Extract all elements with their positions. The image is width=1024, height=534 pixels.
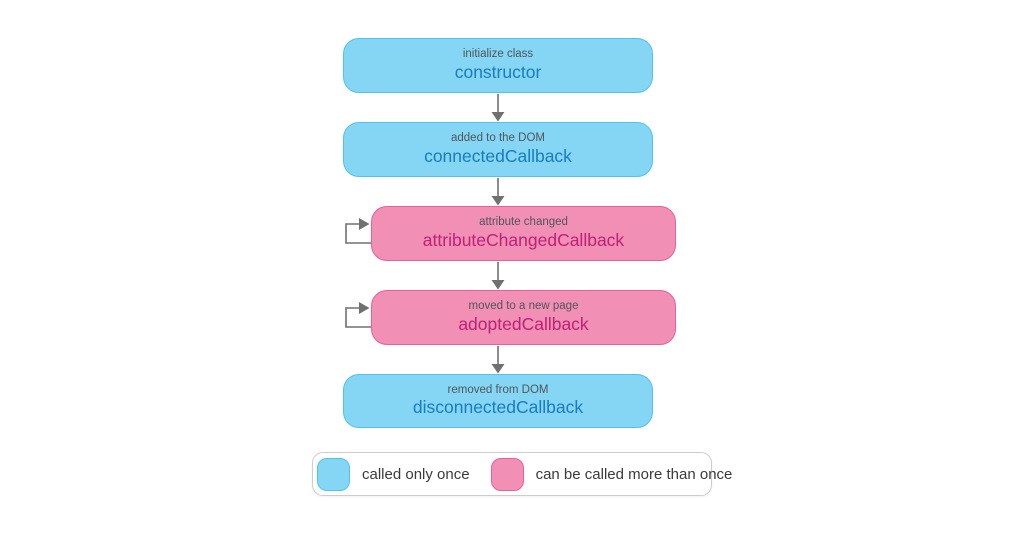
node-callback-name: constructor [454, 61, 542, 82]
legend-swatch-once [317, 457, 350, 491]
down-arrow [491, 346, 505, 374]
node-attribute-changed-callback: attribute changed attributeChangedCallba… [371, 206, 676, 261]
node-description: attribute changed [479, 216, 568, 229]
node-disconnected-callback: removed from DOM disconnectedCallback [343, 374, 653, 428]
self-loop-arrow [345, 302, 371, 328]
down-arrow [491, 178, 505, 206]
self-loop-arrow [345, 218, 371, 244]
node-description: moved to a new page [468, 300, 579, 313]
node-callback-name: disconnectedCallback [412, 397, 584, 418]
node-callback-name: adoptedCallback [458, 313, 589, 334]
down-arrow [491, 94, 505, 122]
node-callback-name: connectedCallback [424, 145, 572, 166]
node-constructor: initialize class constructor [343, 38, 653, 93]
down-arrow [491, 262, 505, 290]
legend: called only once can be called more than… [312, 452, 732, 496]
node-description: added to the DOM [451, 132, 545, 145]
node-description: removed from DOM [447, 383, 549, 396]
node-connected-callback: added to the DOM connectedCallback [343, 122, 653, 177]
node-adopted-callback: moved to a new page adoptedCallback [371, 290, 676, 345]
legend-label-once: called only once [362, 465, 470, 483]
legend-swatch-multiple [490, 457, 524, 491]
legend-label-multiple: can be called more than once [535, 465, 733, 483]
node-callback-name: attributeChangedCallback [422, 229, 625, 250]
node-description: initialize class [462, 48, 534, 61]
